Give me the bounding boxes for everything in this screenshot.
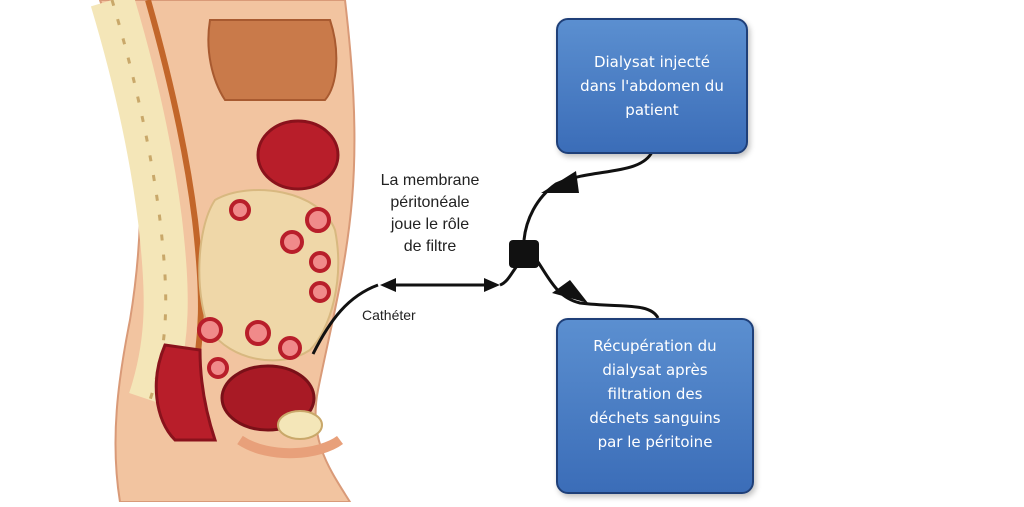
outflow-arrow [536,261,660,319]
catheter-line [380,265,519,292]
inflow-arrow [522,151,654,241]
injected-dialysate-text: Dialysat injecté dans l'abdomen du patie… [580,53,724,119]
membrane-label: La membrane péritonéale joue le rôle de … [380,172,480,255]
junction-connector [509,240,539,268]
injected-dialysate-box: Dialysat injecté dans l'abdomen du patie… [556,18,748,154]
catheter-label: Cathéter [362,307,416,323]
abdomen-illustration [90,0,379,503]
recovered-dialysate-box: Récupération du dialysat après filtratio… [556,318,754,494]
recovered-dialysate-text: Récupération du dialysat après filtratio… [589,337,721,451]
